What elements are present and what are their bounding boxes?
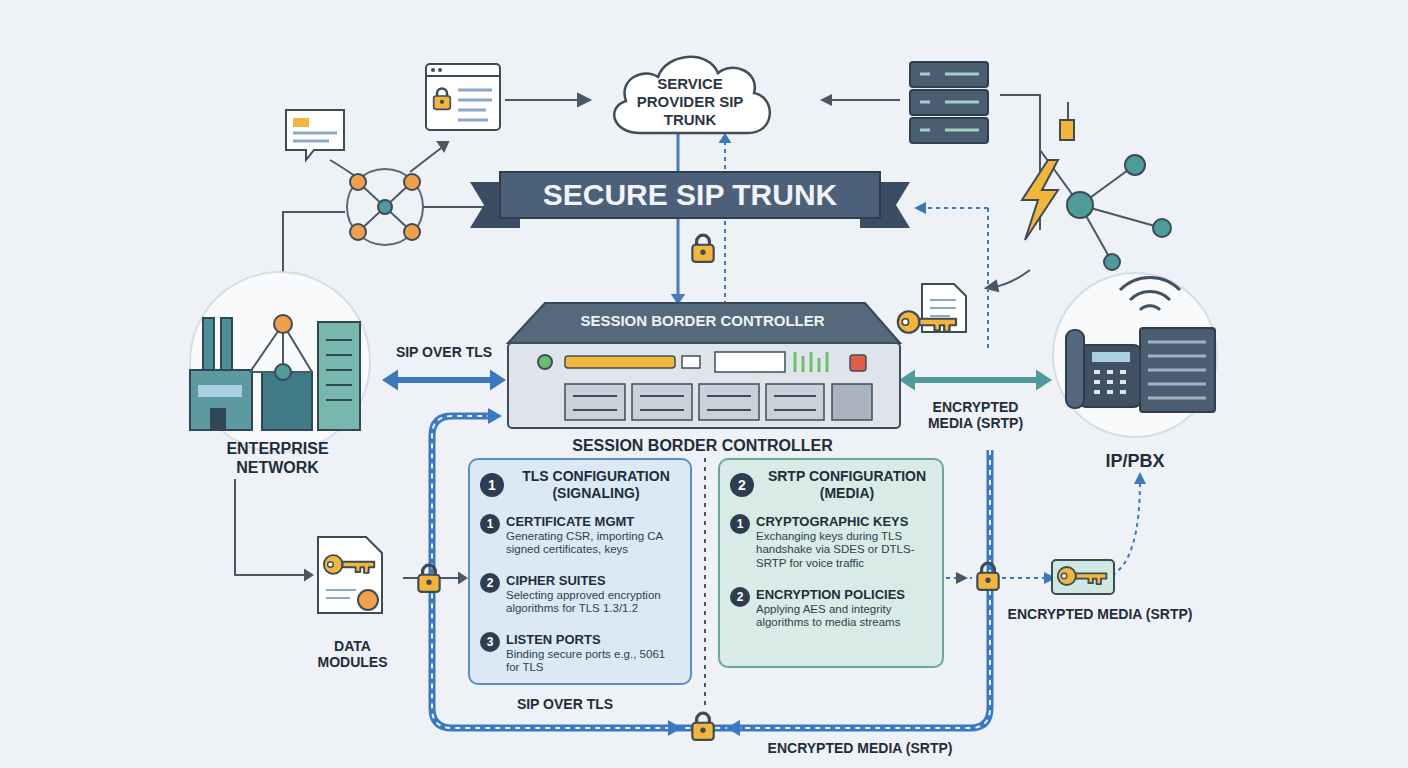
step-box: 1 CRYPTOGRAPHIC KEYSExchanging keys durin… — [730, 514, 932, 571]
callout-number: 2 — [730, 473, 754, 497]
connector-line — [395, 377, 493, 383]
icon-label: DATA MODULES — [303, 638, 403, 670]
step-box: 3 LISTEN PORTSBinding secure ports e.g., … — [480, 632, 680, 675]
arrow-head — [668, 720, 682, 736]
arrow-head — [490, 370, 506, 391]
step-body: CERTIFICATE MGMTGenerating CSR, importin… — [506, 514, 680, 557]
note-label: ENCRYPTED MEDIA (SRTP) — [1005, 605, 1196, 623]
enterprise-icon — [190, 272, 370, 452]
icon-label: ENTERPRISE NETWORK — [208, 440, 348, 477]
step-body: ENCRYPTION POLICIESApplying AES and inte… — [756, 587, 932, 630]
arrow-head — [1036, 370, 1052, 391]
icon-label: IP/PBX — [1105, 451, 1164, 472]
arrow-head — [914, 202, 926, 214]
panel-heading: TLS CONFIGURATION (SIGNALING) — [512, 468, 680, 502]
step-text: Applying AES and integrity algorithms to… — [756, 603, 932, 631]
note-label: SIP OVER TLS — [514, 695, 616, 713]
edge-label: ENCRYPTED MEDIA (SRTP) — [913, 398, 1039, 432]
cloud-label: SERVICE PROVIDER SIP TRUNK — [635, 61, 745, 129]
connector-line — [235, 479, 306, 575]
pbx-icon — [1053, 273, 1217, 437]
connector — [382, 370, 506, 391]
step-title: ENCRYPTION POLICIES — [756, 587, 932, 603]
arrow-head — [726, 720, 740, 736]
dotted-link — [922, 208, 988, 350]
step-title: CRYPTOGRAPHIC KEYS — [756, 514, 932, 530]
arrow-head — [304, 569, 314, 582]
callout-number: 1 — [480, 473, 504, 497]
browser-icon — [426, 64, 500, 130]
panel-heading: SRTP CONFIGURATION (MEDIA) — [762, 468, 932, 502]
key-card — [1052, 560, 1114, 594]
lightning — [1022, 160, 1058, 240]
callout-number: 2 — [480, 573, 500, 593]
cert-key-icon — [898, 284, 966, 333]
arrow-head — [1134, 472, 1146, 484]
callout-number: 1 — [730, 514, 750, 534]
panel-header: 2 SRTP CONFIGURATION (MEDIA) — [730, 468, 932, 502]
sip-tls-loop — [432, 416, 990, 728]
connector-line — [724, 141, 726, 305]
step-text: Binding secure ports e.g., 5061 for TLS — [506, 648, 680, 676]
step-title: CERTIFICATE MGMT — [506, 514, 680, 530]
sbc-node: SESSION BORDER CONTROLLER SESSION BORDER … — [500, 303, 905, 455]
network-decor-right — [986, 95, 1162, 291]
device-caption: SESSION BORDER CONTROLLER — [500, 437, 905, 455]
step-body: CRYPTOGRAPHIC KEYSExchanging keys during… — [756, 514, 932, 571]
panel-header: 1 TLS CONFIGURATION (SIGNALING) — [480, 468, 680, 502]
callout-number: 1 — [480, 514, 500, 534]
arrow-head — [899, 370, 915, 391]
data-node: DATA MODULES — [300, 530, 405, 670]
step-body: CIPHER SUITESSelecting approved encrypti… — [506, 573, 680, 616]
arrow-head — [488, 408, 502, 424]
arrow-head — [719, 133, 732, 143]
note-label: ENCRYPTED MEDIA (SRTP) — [765, 739, 956, 757]
network-node: ENTERPRISE NETWORK — [175, 282, 380, 477]
document-icon — [286, 110, 344, 160]
step-box: 2 CIPHER SUITESSelecting approved encrypt… — [480, 573, 680, 616]
callout-number: 2 — [730, 587, 750, 607]
callout-number: 3 — [480, 632, 500, 652]
title-ribbon — [470, 172, 910, 228]
server-icon — [820, 62, 988, 143]
step-body: LISTEN PORTSBinding secure ports e.g., 5… — [506, 632, 680, 675]
arrow-head — [382, 370, 398, 391]
config-panel: 1TLS CONFIGURATION (SIGNALING)1CERTIFICA… — [468, 458, 692, 685]
arrow-head — [458, 572, 468, 585]
step-box: 1 CERTIFICATE MGMTGenerating CSR, importi… — [480, 514, 680, 557]
step-text: Generating CSR, importing CA signed cert… — [506, 530, 680, 558]
net-dots-right — [1067, 155, 1171, 270]
cloud-outline — [614, 57, 770, 133]
pbx-node: IP/PBX — [1040, 270, 1230, 472]
connector — [235, 479, 314, 582]
step-text: Exchanging keys during TLS handshake via… — [756, 530, 932, 571]
step-title: LISTEN PORTS — [506, 632, 680, 648]
step-title: CIPHER SUITES — [506, 573, 680, 589]
step-box: 2 ENCRYPTION POLICIESApplying AES and int… — [730, 587, 932, 630]
config-panel: 2 SRTP CONFIGURATION (MEDIA) 1 CRYPTOGRAPHI… — [718, 458, 944, 668]
banner-title: SECURE SIP TRUNK — [500, 172, 880, 218]
device-label: SESSION BORDER CONTROLLER — [500, 312, 905, 329]
data-module-icon — [318, 537, 382, 613]
connector-line — [912, 377, 1039, 383]
node-dots — [350, 174, 420, 240]
connector — [899, 370, 1052, 391]
edge-label: SIP OVER TLS — [393, 343, 495, 361]
divider — [704, 458, 706, 705]
step-text: Selecting approved encryption algorithms… — [506, 589, 680, 617]
cloud-node: SERVICE PROVIDER SIP TRUNK — [600, 45, 780, 145]
arrow-head — [956, 572, 968, 584]
